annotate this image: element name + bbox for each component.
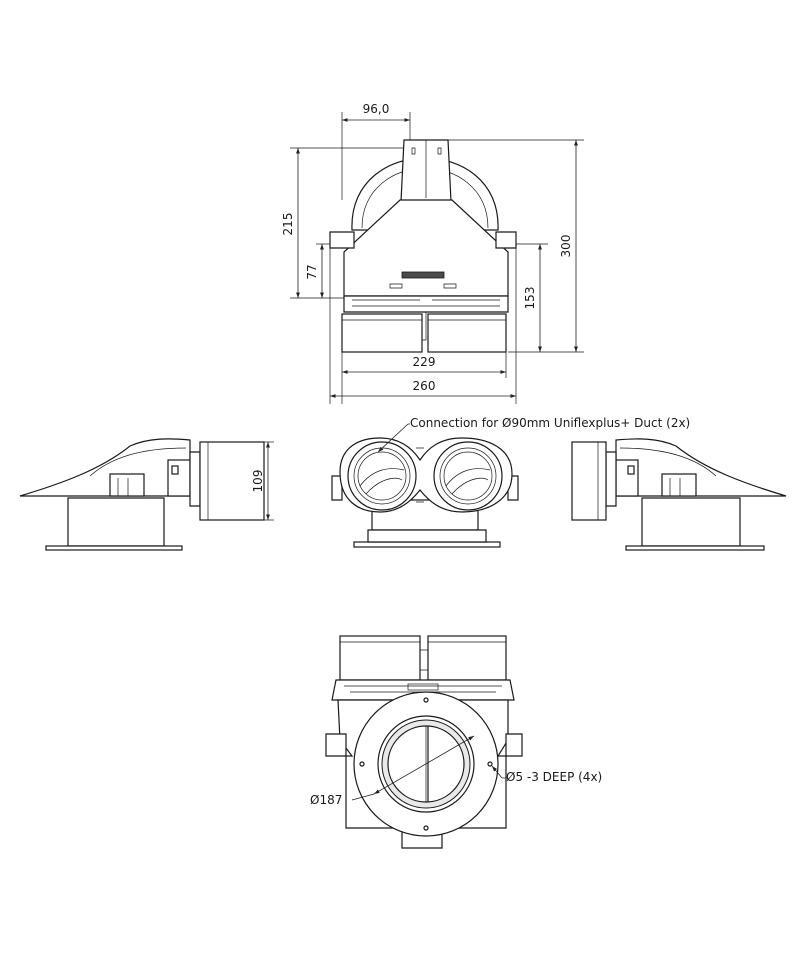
flange-diameter-label: Ø187 [310, 793, 342, 807]
dim-outer-width: 260 [413, 379, 436, 393]
duct-ring-left [347, 441, 417, 511]
dim-side-depth: 109 [251, 470, 265, 493]
dim-upper-height: 215 [281, 213, 295, 236]
flange-diameter-dimension: Ø187 [310, 735, 475, 807]
dim-mid-height: 153 [523, 287, 537, 310]
bottom-outlet-left [339, 635, 421, 681]
side-outlet-box-right [571, 441, 607, 521]
duct-connection-label: Connection for Ø90mm Uniflexplus+ Duct (… [410, 416, 690, 430]
mount-hole [359, 761, 365, 767]
dim-inner-width: 229 [413, 355, 436, 369]
holes-callout: Ø5 -3 DEEP (4x) [491, 765, 602, 784]
bottom-outlet-right [427, 635, 507, 681]
end-view [331, 437, 519, 548]
left-side-view [19, 438, 265, 551]
right-side-view [571, 438, 787, 551]
front-view [329, 139, 517, 353]
front-dimensions: 96,0 300 215 153 77 229 260 [281, 102, 584, 404]
holes-label: Ø5 -3 DEEP (4x) [506, 770, 602, 784]
dim-lower-height: 77 [305, 264, 319, 279]
side-outlet-box-left [199, 441, 265, 521]
duct-callout: Connection for Ø90mm Uniflexplus+ Duct (… [377, 416, 690, 453]
mount-hole [423, 825, 429, 831]
dim-top-width: 96,0 [363, 102, 390, 116]
duct-ring-right [433, 441, 503, 511]
side-depth-dimension: 109 [251, 441, 274, 521]
brand-logo-plate [401, 271, 445, 279]
mount-hole [487, 761, 493, 767]
bottom-view [325, 635, 523, 849]
dim-overall-height: 300 [559, 235, 573, 258]
mount-hole [423, 697, 429, 703]
